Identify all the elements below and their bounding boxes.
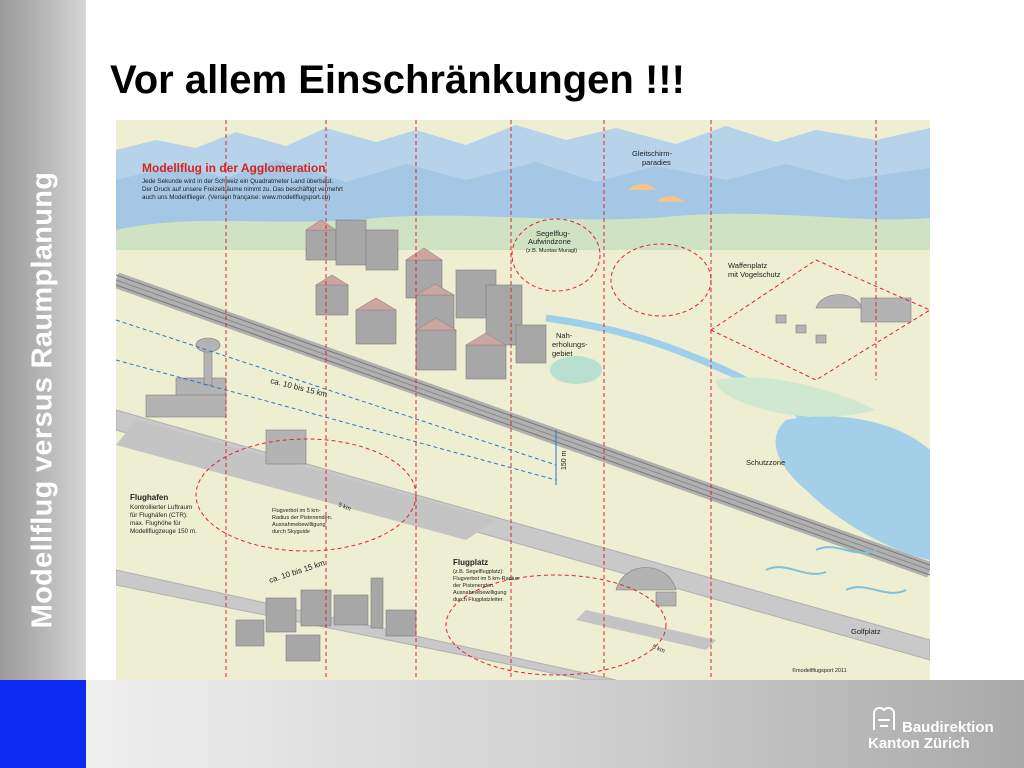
label-gleitschirm-2: paradies bbox=[642, 158, 671, 167]
flugverbot-line-4: durch Skyguide bbox=[272, 529, 310, 535]
railway bbox=[116, 272, 930, 578]
nature-zone bbox=[716, 377, 876, 417]
logo-line-2: Kanton Zürich bbox=[868, 735, 970, 752]
paragliders bbox=[628, 184, 684, 202]
logo-line-1: Baudirektion bbox=[902, 719, 994, 736]
airfield-runway bbox=[576, 610, 716, 650]
label-nah-3: gebiet bbox=[552, 349, 573, 358]
label-5km-a: 5 km bbox=[337, 502, 351, 512]
label-segelflug-3: (z.B. Muotas Muragl) bbox=[526, 248, 577, 254]
flughafen-line-1: Kontrollierter Luftraum bbox=[130, 504, 192, 511]
flughafen-line-2: für Flughäfen (CTR): bbox=[130, 512, 188, 519]
footer-bar: Baudirektion Kanton Zürich bbox=[86, 680, 1024, 768]
restriction-zones bbox=[195, 120, 930, 680]
diagram-heading-block: Modellflug in der Agglomeration Jede Sek… bbox=[142, 161, 343, 201]
diagram-intro-2: Der Druck auf unsere Freizeiträume nimmt… bbox=[142, 186, 343, 193]
diagram-intro-1: Jede Sekunde wird in der Schweiz ein Qua… bbox=[142, 178, 333, 185]
label-height: 150 m bbox=[561, 450, 568, 470]
golf-course bbox=[765, 546, 907, 594]
label-copyright: ©modellflugsport 2011 bbox=[792, 667, 847, 674]
label-schutzzone: Schutzzone bbox=[746, 458, 785, 467]
city-buildings bbox=[305, 219, 547, 380]
flugplatz-line-1: (z.B. Segelflugplatz): bbox=[453, 569, 504, 575]
flugverbot-line-1: Flugverbot im 5 km- bbox=[272, 508, 321, 514]
label-nah-1: Nah- bbox=[556, 331, 573, 340]
baudirektion-logo: Baudirektion Kanton Zürich bbox=[866, 702, 1006, 752]
town-buildings bbox=[235, 577, 417, 662]
recreation-pond bbox=[550, 356, 602, 384]
label-segelflug-2: Aufwindzone bbox=[528, 237, 571, 246]
diagram-illustration: Modellflug in der Agglomeration Jede Sek… bbox=[116, 120, 930, 680]
slide-title: Vor allem Einschränkungen !!! bbox=[110, 58, 685, 102]
airport-buildings bbox=[145, 337, 307, 465]
flugverbot-note: Flugverbot im 5 km- Radius der Pistenend… bbox=[272, 508, 333, 535]
sidebar: Modellflug versus Raumplanung bbox=[0, 0, 86, 680]
flugplatz-line-2: Flugverbot im 5 km-Radius bbox=[453, 576, 519, 582]
flugverbot-line-3: Ausnahmebewilligung bbox=[272, 522, 326, 528]
flughafen-line-4: Modellflugzeuge 150 m. bbox=[130, 528, 197, 535]
waffenplatz-facilities bbox=[775, 294, 912, 344]
label-golfplatz: Golfplatz bbox=[851, 627, 881, 636]
label-5km-b: 5 km bbox=[651, 644, 665, 654]
flugverbot-line-2: Radius der Pistenenden. bbox=[272, 515, 333, 521]
flughafen-note: Flughafen Kontrollierter Luftraum für Fl… bbox=[130, 493, 197, 535]
lion-crest-icon bbox=[873, 706, 895, 730]
label-gleitschirm-1: Gleitschirm- bbox=[632, 149, 673, 158]
flugplatz-line-3: der Pistenenden. bbox=[453, 583, 495, 589]
flugplatz-heading: Flugplatz bbox=[453, 558, 488, 567]
flughafen-heading: Flughafen bbox=[130, 493, 168, 502]
diagram-intro-3: auch uns Modellflieger. (Version françai… bbox=[142, 194, 330, 201]
flugplatz-line-4: Ausnahmebewilligung bbox=[453, 590, 507, 596]
diagram-heading: Modellflug in der Agglomeration bbox=[142, 161, 326, 175]
flugplatz-line-5: durch Flugplatzleiter. bbox=[453, 597, 504, 603]
corner-block bbox=[0, 680, 86, 768]
flugplatz-note: Flugplatz (z.B. Segelflugplatz): Flugver… bbox=[453, 558, 519, 603]
airfield-hangar bbox=[615, 567, 677, 607]
airspace-lines bbox=[116, 319, 557, 485]
airport-runway bbox=[116, 420, 496, 540]
label-segelflug-1: Segelflug- bbox=[536, 229, 570, 238]
flughafen-line-3: max. Flughöhe für bbox=[130, 520, 181, 527]
sidebar-title: Modellflug versus Raumplanung bbox=[26, 171, 59, 629]
label-nah-2: erholungs- bbox=[552, 340, 588, 349]
lake bbox=[775, 416, 930, 560]
label-waffenplatz-2: mit Vogelschutz bbox=[728, 270, 781, 279]
label-waffenplatz-1: Waffenplatz bbox=[728, 261, 767, 270]
